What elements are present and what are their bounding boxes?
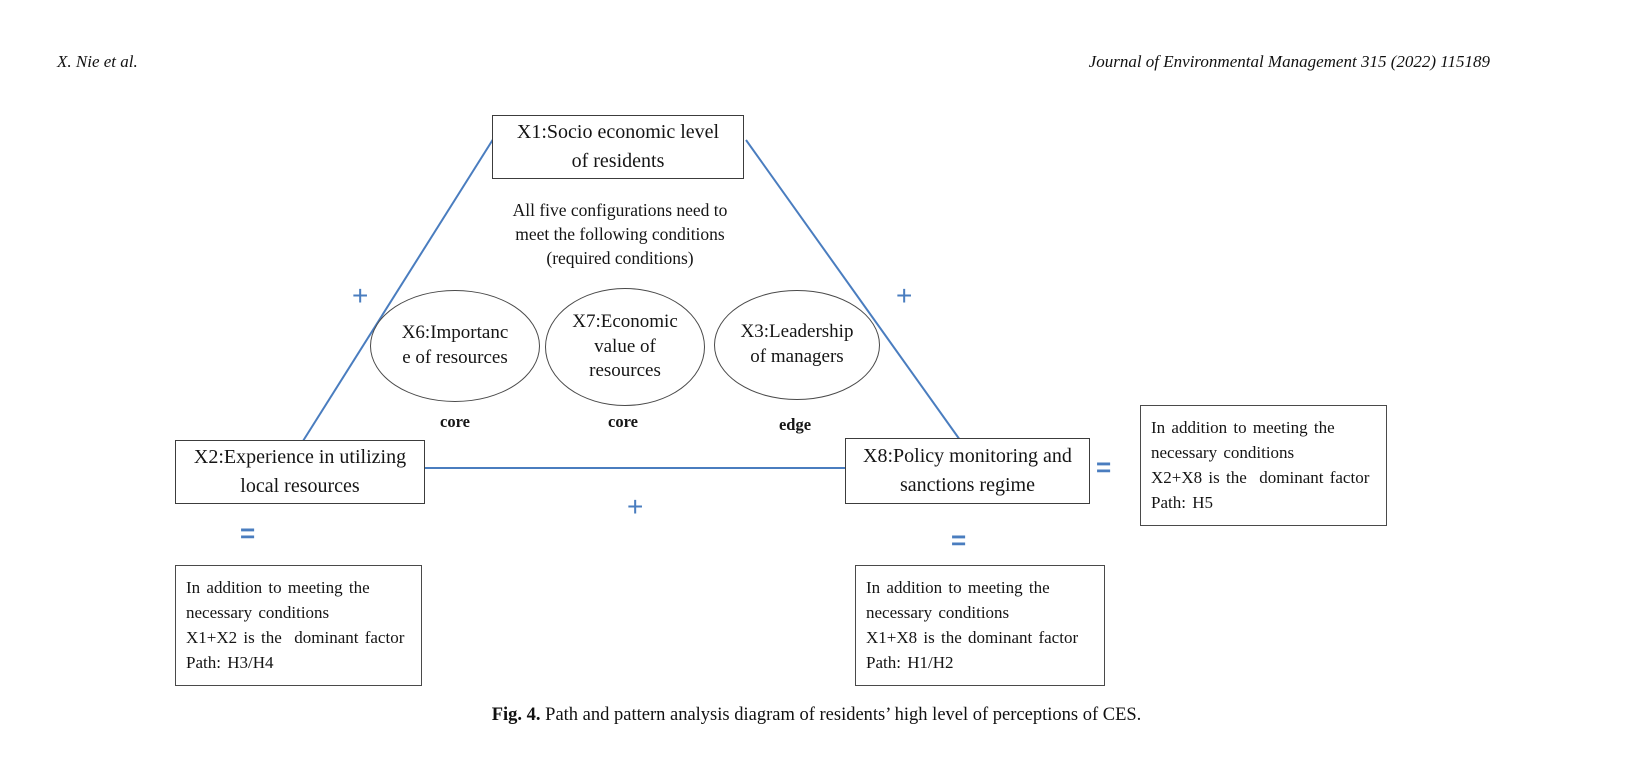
figure-caption: Fig. 4. Path and pattern analysis diagra… (0, 705, 1633, 726)
annotation-x1x8: In addition to meeting the necessary con… (855, 565, 1105, 686)
equals-sign-x2x8: = (1096, 452, 1112, 482)
header-authors: X. Nie et al. (57, 52, 138, 71)
figure-caption-label: Fig. 4. (491, 705, 541, 725)
edge-label-x3: edge (778, 415, 812, 434)
plus-sign-right-edge: + (896, 280, 913, 311)
header-journal-ref: Journal of Environmental Management 315 … (1088, 52, 1490, 71)
annotation-x1x2: In addition to meeting the necessary con… (175, 565, 422, 686)
node-x1-box: X1:Socio economic level of residents (492, 115, 744, 179)
node-x2-box: X2:Experience in utilizing local resourc… (175, 440, 425, 504)
ellipse-x7: X7:Economic value of resources (545, 288, 705, 406)
ellipse-x3: X3:Leadership of managers (714, 290, 880, 400)
node-x8-box: X8:Policy monitoring and sanctions regim… (845, 438, 1090, 504)
core-label-x6: core (440, 412, 470, 431)
core-label-x7: core (608, 412, 638, 431)
equals-sign-x2: = (240, 518, 256, 548)
equals-sign-x8: = (951, 525, 967, 555)
figure-caption-text: Path and pattern analysis diagram of res… (540, 705, 1142, 725)
annotation-x2x8: In addition to meeting the necessary con… (1140, 405, 1387, 526)
ellipse-x6: X6:Importanc e of resources (370, 290, 540, 402)
plus-sign-bottom-edge: + (627, 491, 644, 522)
plus-sign-left-edge: + (352, 280, 369, 311)
required-conditions-note: All five configurations need to meet the… (512, 200, 728, 269)
